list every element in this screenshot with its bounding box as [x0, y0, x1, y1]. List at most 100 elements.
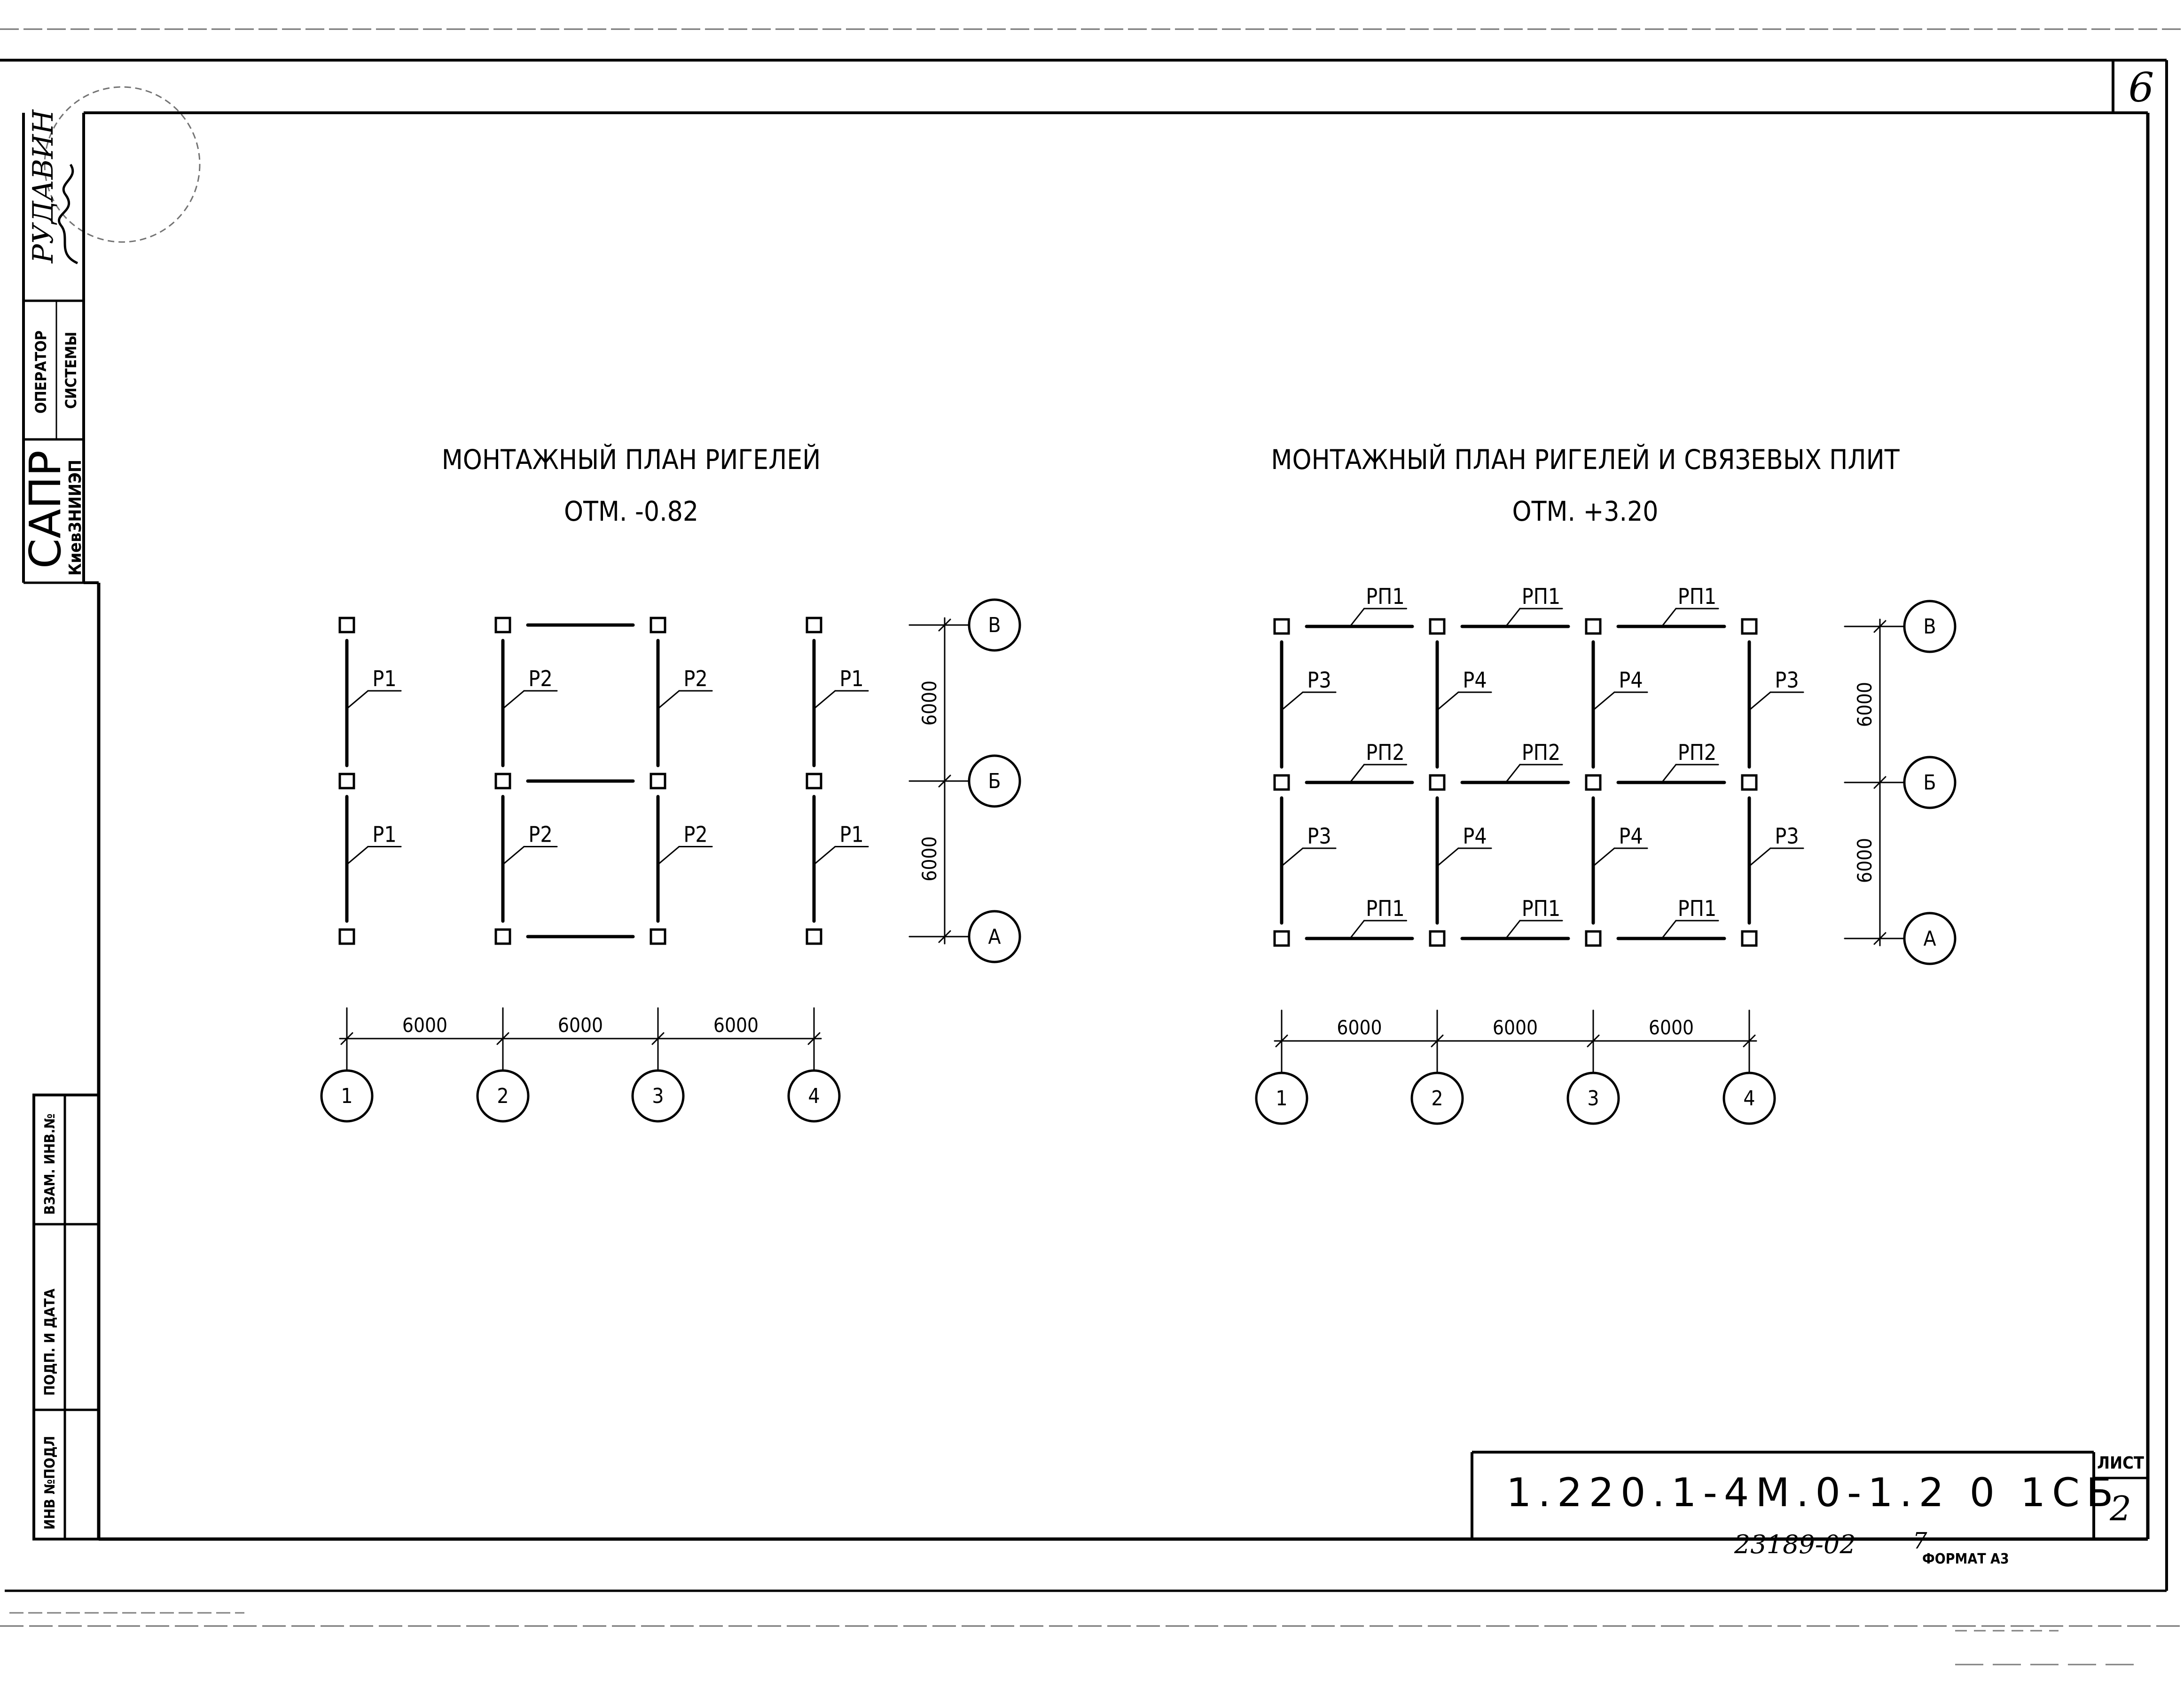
- axis-label: В: [988, 613, 1001, 637]
- axis-bubble: [1410, 1071, 1464, 1125]
- column-square: [1273, 618, 1290, 635]
- dim-value-vertical: 6000: [1853, 838, 1876, 883]
- dim-value-vertical: 6000: [918, 836, 941, 881]
- label-leader: [1505, 764, 1521, 783]
- left-plan-elevation: ОТМ. -0.82: [564, 495, 698, 527]
- column-square: [650, 617, 666, 633]
- axis-bubble: [968, 910, 1021, 963]
- title-block: 1.220.1-4М.0-1.2 0 1СБ ЛИСТ 2: [1471, 1451, 2148, 1539]
- column-square: [494, 773, 511, 790]
- axis-bubble: [968, 598, 1021, 652]
- beam-label: Р1: [839, 666, 863, 691]
- dim-tick: [496, 1032, 509, 1045]
- label-leader: [1748, 847, 1771, 867]
- label-leader: [1592, 847, 1615, 867]
- podp-data-label: ПОДП. И ДАТА: [42, 1289, 58, 1396]
- column-square: [1585, 774, 1602, 791]
- slab-label: РП1: [1522, 584, 1560, 609]
- column-square: [338, 928, 355, 945]
- axis-label: 1: [1276, 1087, 1287, 1110]
- slab-label: РП2: [1366, 740, 1404, 765]
- axis-bubble: [1903, 600, 1957, 653]
- dim-value-horizontal: 6000: [713, 1014, 759, 1037]
- slab-label: РП1: [1366, 584, 1404, 609]
- label-leader: [502, 690, 525, 710]
- dim-value-horizontal: 6000: [1337, 1016, 1382, 1039]
- label-leader: [1349, 608, 1365, 627]
- axis-bubble: [476, 1069, 530, 1123]
- column-square: [338, 617, 355, 633]
- dim-tick: [938, 774, 951, 788]
- column-square: [806, 617, 822, 633]
- slab-label: РП2: [1522, 740, 1560, 765]
- label-leader: [813, 846, 836, 865]
- stamp-org: КиевЗНИИЭП: [66, 460, 85, 576]
- label-leader: [346, 846, 369, 865]
- beam-label: Р3: [1775, 667, 1799, 693]
- dim-tick: [1743, 1034, 1756, 1048]
- label-leader: [1748, 691, 1771, 711]
- dim-value-vertical: 6000: [1853, 682, 1876, 727]
- slab-label: РП1: [1522, 896, 1560, 921]
- dim-tick: [1431, 1034, 1444, 1048]
- dim-value-horizontal: 6000: [1649, 1016, 1694, 1039]
- label-leader: [1349, 920, 1365, 939]
- column-square: [806, 773, 822, 790]
- sheet-corner-number: 6: [2129, 64, 2154, 111]
- label-leader: [1349, 764, 1365, 783]
- dim-value-horizontal: 6000: [402, 1014, 447, 1037]
- column-square: [1741, 774, 1758, 791]
- axis-bubble: [320, 1069, 374, 1123]
- label-leader: [657, 690, 680, 710]
- slab-label: РП2: [1678, 740, 1716, 765]
- dim-value-horizontal: 6000: [1493, 1016, 1538, 1039]
- beam-label: Р2: [528, 666, 552, 691]
- beam-label: Р3: [1307, 823, 1331, 849]
- signature: [58, 164, 78, 265]
- axis-label: В: [1923, 615, 1936, 639]
- page-mark: 7: [1913, 1528, 1927, 1554]
- right-plan-title: МОНТАЖНЫЙ ПЛАН РИГЕЛЕЙ И СВЯЗЕВЫХ ПЛИТ: [1271, 443, 1900, 476]
- axis-bubble: [1903, 912, 1957, 965]
- label-leader: [1505, 608, 1521, 627]
- dim-tick: [340, 1032, 353, 1045]
- column-square: [1741, 930, 1758, 947]
- column-square: [494, 928, 511, 945]
- axis-bubble: [1255, 1071, 1308, 1125]
- beam-label: Р2: [683, 666, 707, 691]
- dim-tick: [1275, 1034, 1288, 1048]
- label-leader: [1661, 920, 1677, 939]
- label-leader: [502, 846, 525, 865]
- vzam-inv-label: ВЗАМ. ИНВ.№: [42, 1113, 58, 1215]
- axis-label: 1: [341, 1084, 352, 1108]
- column-square: [806, 928, 822, 945]
- label-leader: [1661, 608, 1677, 627]
- slab-label: РП1: [1366, 896, 1404, 921]
- beam-label: Р4: [1619, 823, 1643, 849]
- sheet-number: 2: [2109, 1489, 2131, 1528]
- dim-tick: [1873, 776, 1887, 789]
- dim-tick: [938, 618, 951, 632]
- label-leader: [1592, 691, 1615, 711]
- dim-tick: [938, 930, 951, 943]
- label-leader: [1436, 847, 1459, 867]
- beam-label: Р4: [1619, 667, 1643, 693]
- label-leader: [1281, 847, 1304, 867]
- label-leader: [657, 846, 680, 865]
- axis-bubble: [1722, 1071, 1776, 1125]
- beam-label: Р3: [1775, 823, 1799, 849]
- scan-artifacts: [0, 28, 2184, 1665]
- column-square: [1429, 774, 1446, 791]
- beam-label: Р1: [372, 666, 396, 691]
- handwritten-number: 23189-02: [1734, 1530, 1856, 1559]
- label-leader: [1436, 691, 1459, 711]
- label-leader: [1661, 764, 1677, 783]
- column-square: [1585, 618, 1602, 635]
- dim-tick: [1587, 1034, 1600, 1048]
- plan-titles: МОНТАЖНЫЙ ПЛАН РИГЕЛЕЙ ОТМ. -0.82 МОНТАЖ…: [442, 443, 1900, 527]
- dim-value-horizontal: 6000: [558, 1014, 603, 1037]
- axis-label: Б: [1923, 771, 1936, 795]
- column-square: [1585, 930, 1602, 947]
